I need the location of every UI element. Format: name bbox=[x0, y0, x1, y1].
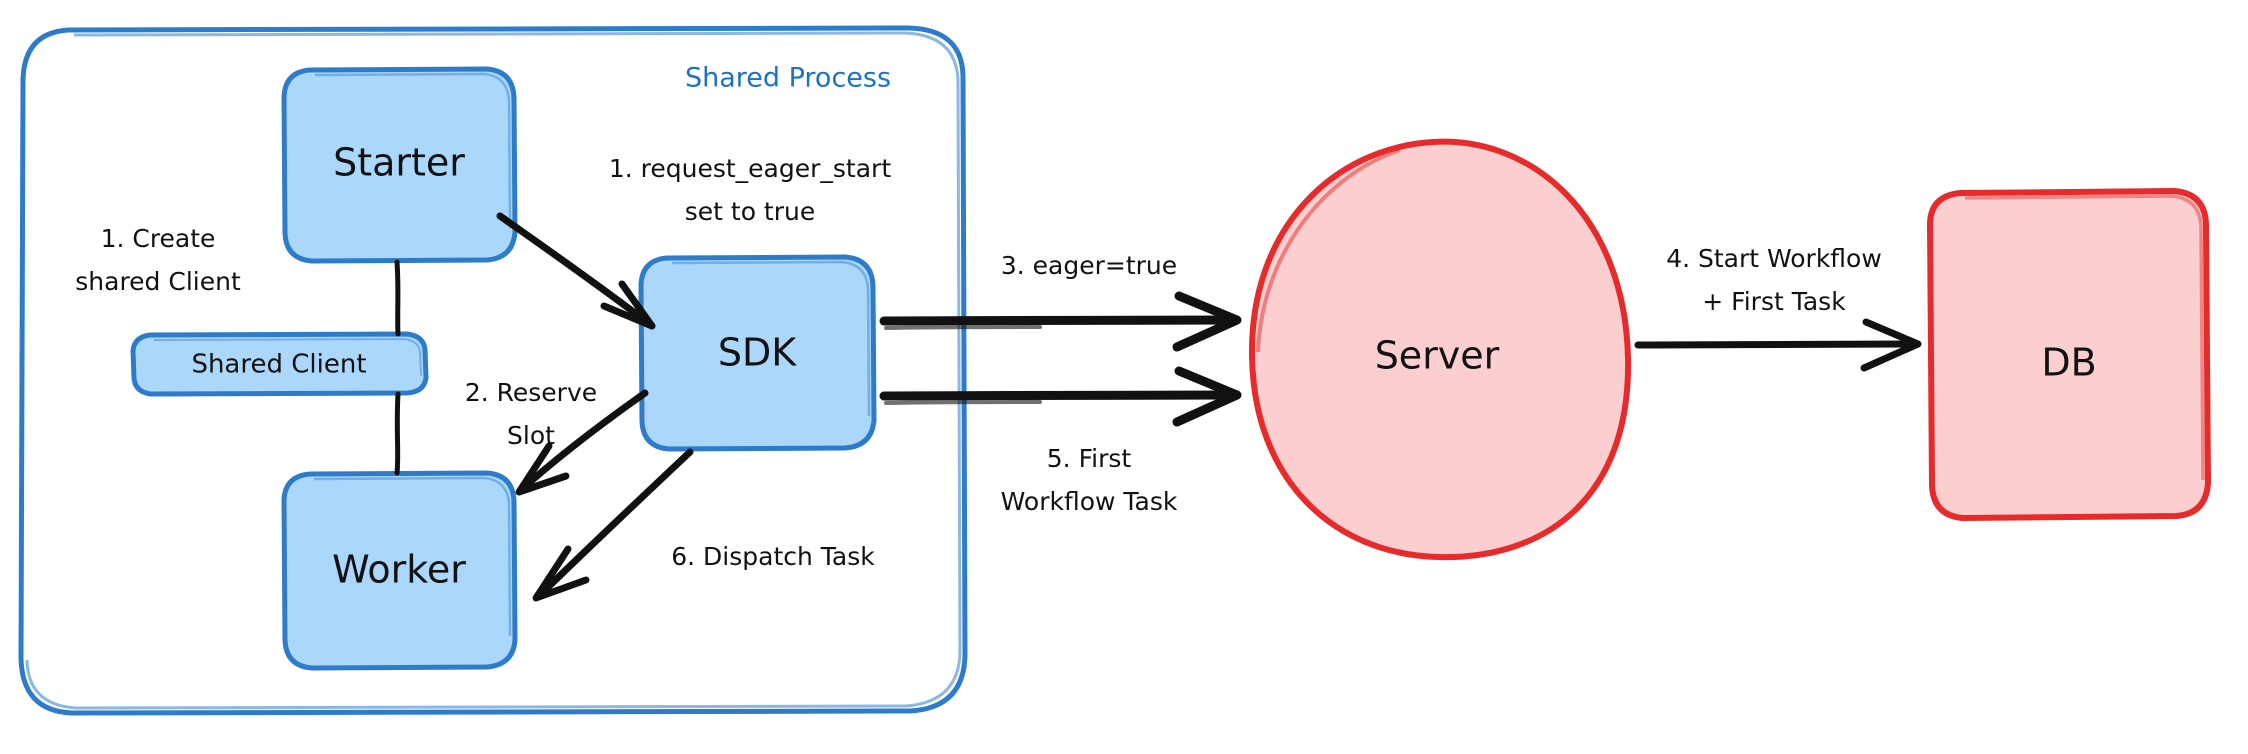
shared-process-label: Shared Process bbox=[685, 63, 891, 94]
edge-request-eager-start-label-2: set to true bbox=[685, 197, 816, 226]
node-server[interactable] bbox=[1248, 138, 1632, 561]
node-shared-client[interactable] bbox=[130, 331, 429, 397]
edge-start-workflow-label-1: 4. Start Workflow bbox=[1666, 244, 1882, 273]
edge-request-eager-start-label-1: 1. request_eager_start bbox=[609, 154, 891, 183]
edge-reserve-slot-label-1: 2. Reserve bbox=[465, 378, 597, 407]
node-sdk-label: SDK bbox=[718, 331, 797, 375]
node-worker[interactable] bbox=[281, 470, 518, 671]
node-server-label: Server bbox=[1375, 334, 1500, 378]
node-shared-client-label: Shared Client bbox=[191, 350, 366, 380]
edge-first-workflow-task bbox=[879, 366, 1242, 427]
edge-create-shared-client-label-2: shared Client bbox=[75, 267, 241, 296]
shared-process-container bbox=[18, 25, 968, 716]
edge-create-shared-client-label-1: 1. Create bbox=[101, 224, 216, 253]
node-db-label: DB bbox=[2041, 341, 2096, 385]
edge-starter-shared-client bbox=[394, 259, 401, 337]
edge-shared-client-worker bbox=[394, 391, 401, 476]
edge-eager-true bbox=[879, 291, 1242, 352]
node-db[interactable] bbox=[1926, 187, 2212, 522]
edge-reserve-slot bbox=[515, 389, 649, 496]
node-starter-label: Starter bbox=[333, 141, 465, 185]
node-worker-label: Worker bbox=[332, 548, 466, 592]
edge-first-workflow-task-label-2: Workflow Task bbox=[1001, 487, 1178, 516]
edge-start-workflow bbox=[1634, 318, 1922, 372]
edge-dispatch-task-label: 6. Dispatch Task bbox=[671, 542, 875, 571]
node-sdk[interactable] bbox=[638, 254, 877, 452]
node-starter[interactable] bbox=[281, 66, 518, 264]
edge-first-workflow-task-label-1: 5. First bbox=[1047, 444, 1132, 473]
edge-reserve-slot-label-2: Slot bbox=[507, 421, 555, 450]
edge-request-eager-start bbox=[496, 212, 656, 330]
edge-dispatch-task bbox=[532, 448, 694, 602]
edge-eager-true-label: 3. eager=true bbox=[1001, 251, 1177, 280]
edge-start-workflow-label-2: + First Task bbox=[1702, 287, 1846, 316]
